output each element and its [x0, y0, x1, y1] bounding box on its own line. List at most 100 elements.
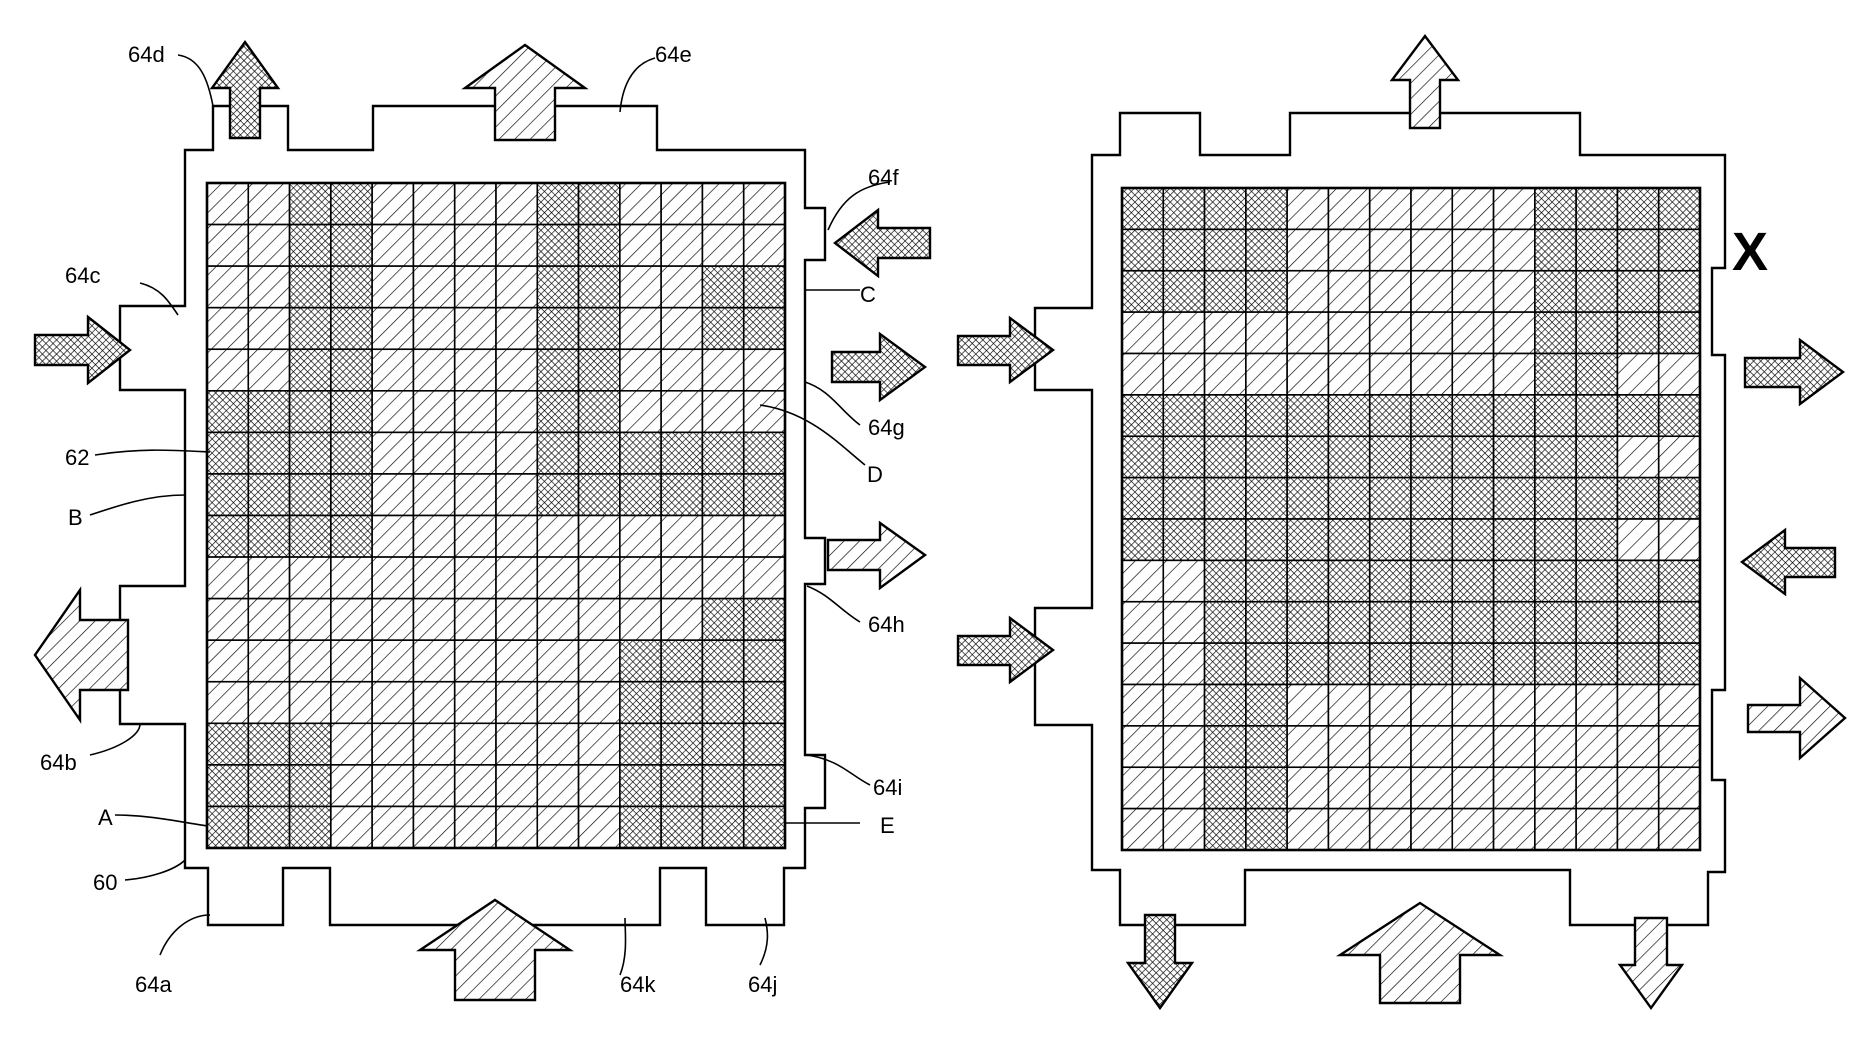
right-cell-5-11-dense — [1576, 395, 1617, 436]
right-cell-11-6-dense — [1370, 643, 1411, 684]
left-cell-11-12-dense — [702, 640, 743, 682]
left-cell-7-12-dense — [702, 474, 743, 516]
left-cell-1-2-dense — [290, 225, 331, 267]
left-cell-12-13-dense — [744, 682, 785, 724]
right-cell-9-1-sparse — [1163, 560, 1204, 601]
right-cell-0-1-dense — [1163, 188, 1204, 229]
right-cell-13-5-sparse — [1328, 726, 1369, 767]
left-cell-9-9-sparse — [579, 557, 620, 599]
label-64j: 64j — [748, 972, 777, 997]
label-62: 62 — [65, 445, 89, 470]
left-cell-8-4-sparse — [372, 516, 413, 558]
right-cell-9-0-sparse — [1122, 560, 1163, 601]
right-cell-10-13-dense — [1659, 602, 1700, 643]
right-cell-6-7-dense — [1411, 436, 1452, 477]
left-cell-15-0-dense — [207, 806, 248, 848]
right-cell-3-0-sparse — [1122, 312, 1163, 353]
left-cell-7-9-dense — [579, 474, 620, 516]
left-cell-7-3-dense — [331, 474, 372, 516]
right-cell-11-9-dense — [1494, 643, 1535, 684]
left-cell-2-4-sparse — [372, 266, 413, 308]
right-cell-4-4-sparse — [1287, 354, 1328, 395]
left-cell-0-1-sparse — [248, 183, 289, 225]
right-cell-11-1-sparse — [1163, 643, 1204, 684]
right-cell-2-3-dense — [1246, 271, 1287, 312]
left-cell-11-13-dense — [744, 640, 785, 682]
left-cell-12-9-sparse — [579, 682, 620, 724]
right-cell-5-6-dense — [1370, 395, 1411, 436]
right-cell-4-1-sparse — [1163, 354, 1204, 395]
gas-outlet-arrow-top-64e — [465, 45, 585, 140]
left-cell-10-13-dense — [744, 599, 785, 641]
right-cell-9-2-dense — [1205, 560, 1246, 601]
right-cell-12-7-sparse — [1411, 685, 1452, 726]
left-cell-13-9-sparse — [579, 723, 620, 765]
right-cell-10-11-dense — [1576, 602, 1617, 643]
left-cell-14-8-sparse — [537, 765, 578, 807]
left-cell-5-3-dense — [331, 391, 372, 433]
left-cell-8-10-sparse — [620, 516, 661, 558]
right-cell-11-13-dense — [1659, 643, 1700, 684]
left-cell-6-1-dense — [248, 432, 289, 474]
left-cell-15-7-sparse — [496, 806, 537, 848]
left-cell-9-3-sparse — [331, 557, 372, 599]
left-cell-14-7-sparse — [496, 765, 537, 807]
left-cell-3-11-sparse — [661, 308, 702, 350]
right-cell-14-2-dense — [1205, 767, 1246, 808]
right-cell-0-9-sparse — [1494, 188, 1535, 229]
gas-outlet-arrow-bottom-right-right — [1620, 918, 1682, 1008]
left-cell-6-12-dense — [702, 432, 743, 474]
left-cell-13-4-sparse — [372, 723, 413, 765]
right-cell-11-12-dense — [1617, 643, 1658, 684]
gas-inlet-arrow-right-64f — [835, 210, 930, 276]
left-cell-8-5-sparse — [413, 516, 454, 558]
right-cell-0-5-sparse — [1328, 188, 1369, 229]
left-cell-12-4-sparse — [372, 682, 413, 724]
right-cell-5-1-dense — [1163, 395, 1204, 436]
left-cell-5-7-sparse — [496, 391, 537, 433]
right-cell-9-9-dense — [1494, 560, 1535, 601]
right-cell-14-8-sparse — [1452, 767, 1493, 808]
left-cell-2-6-sparse — [455, 266, 496, 308]
right-cell-5-13-dense — [1659, 395, 1700, 436]
right-cell-1-11-dense — [1576, 229, 1617, 270]
left-cell-7-11-dense — [661, 474, 702, 516]
right-cell-1-6-sparse — [1370, 229, 1411, 270]
left-cell-0-13-sparse — [744, 183, 785, 225]
right-cell-14-4-sparse — [1287, 767, 1328, 808]
right-cell-6-6-dense — [1370, 436, 1411, 477]
left-cell-11-9-sparse — [579, 640, 620, 682]
left-cell-9-2-sparse — [290, 557, 331, 599]
left-cell-14-6-sparse — [455, 765, 496, 807]
right-cell-3-3-sparse — [1246, 312, 1287, 353]
left-cell-3-7-sparse — [496, 308, 537, 350]
right-cell-1-0-dense — [1122, 229, 1163, 270]
right-cell-12-4-sparse — [1287, 685, 1328, 726]
left-cell-0-12-sparse — [702, 183, 743, 225]
right-cell-2-8-sparse — [1452, 271, 1493, 312]
label-64f: 64f — [868, 165, 899, 190]
right-cell-2-11-dense — [1576, 271, 1617, 312]
right-cell-9-11-dense — [1576, 560, 1617, 601]
left-cell-15-3-sparse — [331, 806, 372, 848]
right-cell-4-10-dense — [1535, 354, 1576, 395]
right-cell-0-12-dense — [1617, 188, 1658, 229]
gas-inlet-arrow-left-64c — [35, 317, 130, 383]
left-cell-14-13-dense — [744, 765, 785, 807]
left-cell-2-10-sparse — [620, 266, 661, 308]
right-cell-13-3-dense — [1246, 726, 1287, 767]
right-cell-12-10-sparse — [1535, 685, 1576, 726]
left-cell-1-5-sparse — [413, 225, 454, 267]
right-cell-6-4-dense — [1287, 436, 1328, 477]
left-cell-0-6-sparse — [455, 183, 496, 225]
right-cell-12-13-sparse — [1659, 685, 1700, 726]
left-cell-7-0-dense — [207, 474, 248, 516]
right-cell-0-10-dense — [1535, 188, 1576, 229]
right-cell-11-8-dense — [1452, 643, 1493, 684]
left-cell-6-8-dense — [537, 432, 578, 474]
left-cell-0-7-sparse — [496, 183, 537, 225]
right-cell-6-13-sparse — [1659, 436, 1700, 477]
gas-inlet-arrow-bottom-64k — [420, 900, 570, 1000]
left-cell-1-1-sparse — [248, 225, 289, 267]
right-cell-0-3-dense — [1246, 188, 1287, 229]
